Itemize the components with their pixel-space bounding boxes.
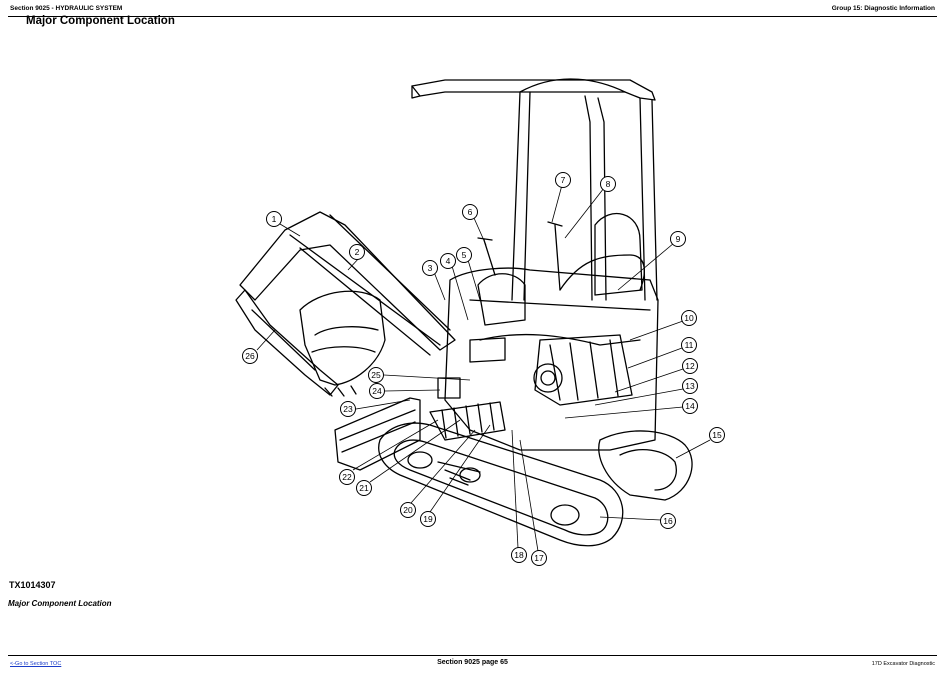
callout-3: 3	[428, 263, 433, 273]
excavator-drawing	[235, 78, 693, 547]
callout-2: 2	[355, 247, 360, 257]
callout-labels: 1 2 3 4 5 6 7 8 9 10 11 12 13 14 15 16 1…	[245, 175, 722, 563]
callout-25: 25	[371, 370, 381, 380]
callout-19: 19	[423, 514, 433, 524]
group-title: Group 15: Diagnostic Information	[831, 5, 935, 12]
callout-21: 21	[359, 483, 369, 493]
callout-22: 22	[342, 472, 352, 482]
callouts	[242, 172, 725, 566]
callout-23: 23	[343, 404, 353, 414]
callout-12: 12	[685, 361, 695, 371]
callout-13: 13	[685, 381, 695, 391]
callout-24: 24	[372, 386, 382, 396]
page-footer: <-Go to Section TOC Section 9025 page 65…	[8, 655, 937, 667]
section-toc-link[interactable]: <-Go to Section TOC	[10, 661, 62, 667]
callout-1: 1	[272, 214, 277, 224]
callout-5: 5	[462, 250, 467, 260]
callout-7: 7	[561, 175, 566, 185]
callout-15: 15	[712, 430, 722, 440]
callout-14: 14	[685, 401, 695, 411]
callout-26: 26	[245, 351, 255, 361]
callout-6: 6	[468, 207, 473, 217]
page-number: Section 9025 page 65	[437, 659, 508, 666]
callout-10: 10	[684, 313, 694, 323]
callout-17: 17	[534, 553, 544, 563]
figure-id: TX1014307	[9, 580, 56, 590]
page-title: Major Component Location	[26, 15, 175, 27]
callout-4: 4	[446, 256, 451, 266]
callout-16: 16	[663, 516, 673, 526]
figure-caption: Major Component Location	[8, 599, 112, 608]
callout-leaders	[256, 184, 711, 552]
callout-18: 18	[514, 550, 524, 560]
callout-20: 20	[403, 505, 413, 515]
callout-11: 11	[685, 340, 694, 350]
manual-title: 17D Excavator Diagnostic	[871, 661, 935, 667]
callout-9: 9	[676, 234, 681, 244]
section-title: Section 9025 - HYDRAULIC SYSTEM	[10, 5, 123, 12]
page-header: Section 9025 - HYDRAULIC SYSTEM Group 15…	[8, 4, 937, 17]
callout-8: 8	[606, 179, 611, 189]
